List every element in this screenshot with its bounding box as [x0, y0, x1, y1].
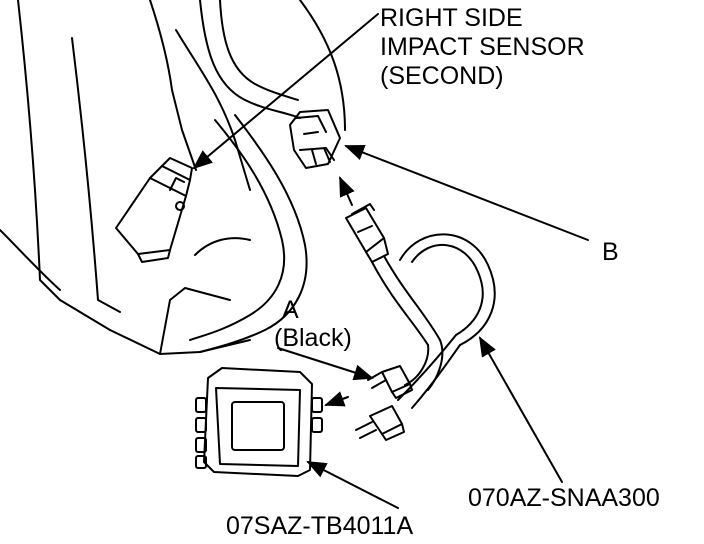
- plug-red: [355, 405, 405, 441]
- original-sensor-connector: [115, 157, 193, 263]
- connect-arrow-tool: [324, 391, 349, 407]
- vehicle-wire-harness: [189, 0, 308, 353]
- test-harness-cable: [371, 233, 496, 409]
- test-tool-box: [195, 367, 323, 477]
- plug-a-black: [367, 365, 413, 399]
- leader-sensor-label: [192, 13, 379, 170]
- leader-tool: [306, 461, 399, 509]
- label-sensor-line1: RIGHT SIDE: [380, 4, 523, 32]
- label-sensor-line3: (SECOND): [380, 62, 504, 90]
- label-callout-a: A: [282, 296, 299, 324]
- connector-b: [289, 109, 341, 169]
- leader-a: [277, 347, 374, 381]
- label-tool-part-number: 07SAZ-TB4011A: [226, 512, 414, 540]
- leader-b: [344, 145, 589, 241]
- harness-connector: [345, 203, 389, 263]
- leader-harness: [479, 336, 563, 483]
- label-callout-b: B: [602, 238, 619, 266]
- connect-arrow-b: [339, 176, 355, 206]
- label-sensor-line2: IMPACT SENSOR: [380, 33, 585, 61]
- body-panel-outline: [0, 0, 346, 355]
- label-callout-a-color: (Black): [274, 324, 352, 352]
- label-harness-part-number: 070AZ-SNAA300: [468, 484, 660, 512]
